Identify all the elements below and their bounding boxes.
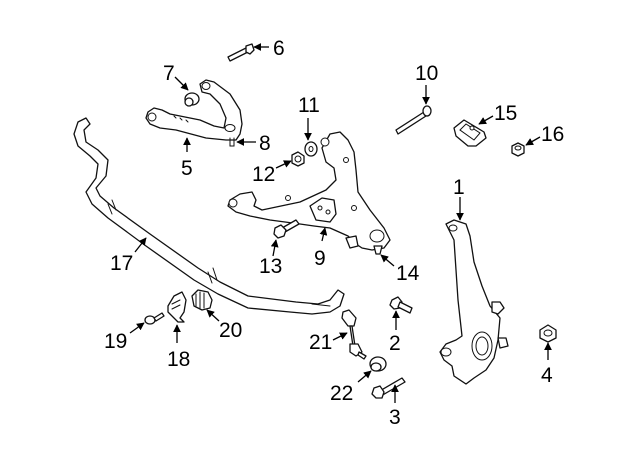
callout-6: 6 [253, 37, 285, 60]
callout-9: 9 [314, 227, 328, 270]
part-14-ball-joint-stud[interactable] [373, 245, 383, 255]
svg-text:2: 2 [389, 332, 401, 355]
part-2-bolt[interactable] [389, 296, 413, 314]
part-13-bolt[interactable] [273, 219, 300, 239]
part-10-bolt[interactable] [395, 105, 432, 135]
callout-15: 15 [478, 102, 517, 125]
svg-text:21: 21 [309, 331, 332, 354]
part-21-stabilizer-link[interactable] [341, 309, 367, 360]
part-4-nut[interactable] [539, 324, 557, 343]
part-11-washer[interactable] [304, 141, 318, 157]
part-15-plate[interactable] [453, 119, 487, 147]
part-7-bushing[interactable] [184, 92, 200, 107]
part-16-nut[interactable] [511, 142, 525, 157]
callout-22: 22 [330, 370, 372, 405]
svg-text:13: 13 [259, 255, 282, 278]
callout-4: 4 [541, 342, 553, 387]
svg-text:10: 10 [415, 62, 438, 85]
part-20-bushing[interactable] [191, 289, 213, 311]
part-22-bushing[interactable] [369, 356, 387, 372]
svg-text:19: 19 [104, 330, 127, 353]
svg-text:8: 8 [259, 132, 271, 155]
part-1-steering-knuckle[interactable] [439, 219, 509, 385]
part-18-bracket[interactable] [167, 291, 187, 323]
callout-18: 18 [167, 324, 190, 371]
svg-text:11: 11 [298, 94, 320, 117]
callout-3: 3 [389, 384, 401, 429]
svg-text:3: 3 [389, 406, 401, 429]
part-19-bolt[interactable] [144, 312, 165, 325]
callout-20: 20 [206, 309, 242, 342]
svg-text:12: 12 [252, 163, 275, 186]
svg-text:4: 4 [541, 364, 553, 387]
callout-19: 19 [104, 322, 145, 353]
callout-13: 13 [259, 239, 282, 278]
svg-text:7: 7 [163, 62, 175, 85]
svg-text:22: 22 [330, 382, 353, 405]
part-3-bolt[interactable] [371, 377, 406, 399]
svg-text:18: 18 [167, 348, 190, 371]
svg-text:15: 15 [494, 102, 517, 125]
part-17-stabilizer-bar[interactable] [73, 117, 345, 315]
callout-14: 14 [380, 254, 420, 285]
callout-1: 1 [453, 176, 465, 221]
callout-16: 16 [525, 123, 564, 146]
svg-text:20: 20 [219, 319, 242, 342]
callout-7: 7 [163, 62, 189, 91]
callout-21: 21 [309, 331, 348, 354]
svg-text:17: 17 [110, 252, 133, 275]
callout-5: 5 [181, 137, 193, 180]
svg-text:6: 6 [273, 37, 285, 60]
callout-10: 10 [415, 62, 438, 105]
svg-text:5: 5 [181, 157, 193, 180]
callout-17: 17 [110, 237, 147, 275]
svg-text:16: 16 [541, 123, 564, 146]
svg-text:1: 1 [453, 176, 465, 199]
part-12-nut[interactable] [291, 151, 305, 167]
callout-11: 11 [298, 94, 320, 141]
part-9-lower-control-arm[interactable] [227, 131, 391, 251]
svg-text:9: 9 [314, 247, 326, 270]
part-5-upper-control-arm[interactable] [145, 79, 243, 147]
callout-12: 12 [252, 160, 292, 186]
part-6-bolt[interactable] [227, 43, 255, 62]
callout-2: 2 [389, 310, 401, 355]
callout-8: 8 [236, 132, 271, 155]
svg-text:14: 14 [396, 262, 420, 285]
